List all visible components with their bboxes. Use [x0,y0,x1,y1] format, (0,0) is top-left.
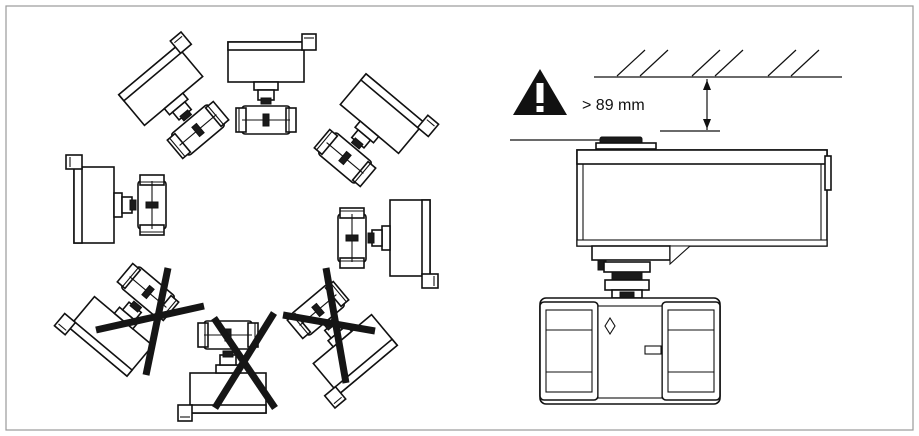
clearance-view: > 89 mm [510,49,842,405]
cross-bottom-left [95,267,205,376]
large-valve-body [539,297,721,405]
orientation-right [337,199,439,289]
ceiling [594,49,842,78]
clearance-label: > 89 mm [582,97,645,114]
orientation-top-left [112,31,247,166]
orientation-left [65,154,167,244]
warning-triangle-icon [513,69,567,115]
large-actuator [576,136,832,281]
cross-bottom-right [282,267,376,384]
cross-bottom [211,311,278,410]
orientation-ring [53,31,440,422]
frame-border [5,5,914,431]
valve-stem [604,279,650,299]
dimension-arrow [660,79,720,132]
orientation-top [227,33,317,135]
orientation-top-right [306,66,440,202]
